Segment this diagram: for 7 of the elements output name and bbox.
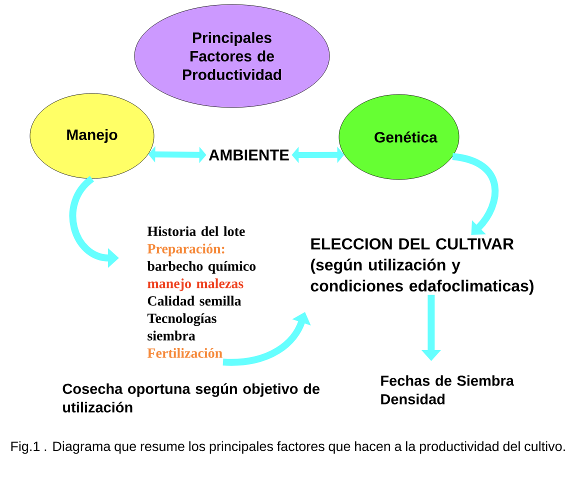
node-label: AMBIENTE [208,150,289,160]
factor-list: Historia del lote Preparación: barbecho químico manejo malezas Calidad semilla Tecnologías siembra Fertilización [147,226,256,358]
caption: Fig.1 . Diagrama que resume los principales factores que hacen a la productividad del cultivo. [11,441,565,454]
block-arrow [452,153,499,235]
node-label: Cosecha oportuna según objetivo de utilización [62,383,320,412]
node-label: ELECCION DEL CULTIVAR (según utilización y condiciones edafoclimaticas) [310,238,534,295]
node-label: Fechas de Siembra Densidad [381,375,514,404]
